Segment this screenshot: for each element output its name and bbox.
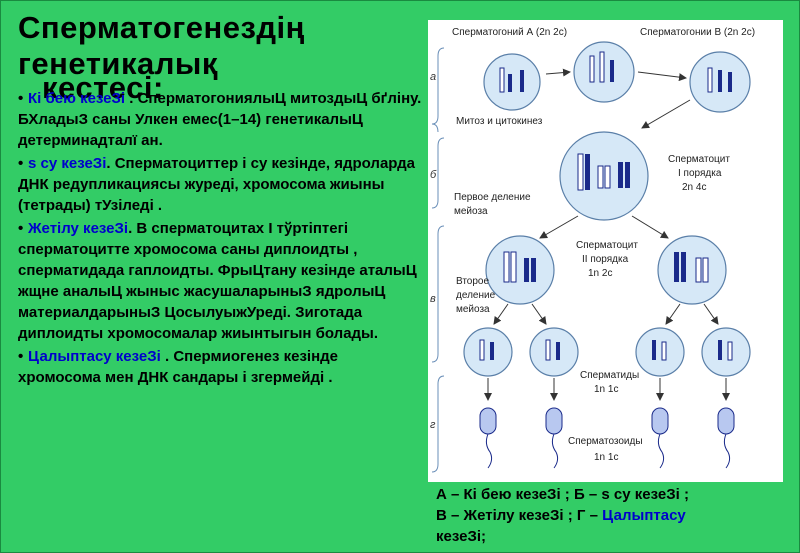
bullet: • <box>18 153 28 174</box>
stage-name-proliferation: Кі бею кезеЗі <box>28 90 125 107</box>
caption-letter-b: Б <box>570 486 585 503</box>
label-second-division-a: Второе <box>456 276 489 287</box>
label-mitosis: Митоз и цитокинез <box>456 116 543 127</box>
cell-spermatogonium-a-2 <box>574 42 634 102</box>
cell-spermatid-2 <box>530 328 578 376</box>
paragraph-formation: •Цалыптасу кезеЗі . Спермиогенез кезінде… <box>18 346 423 388</box>
caption-letter-a: А <box>436 486 447 503</box>
spermatogenesis-diagram: а б в г Сперматогоний А (2n 2c) Спермато… <box>428 20 783 482</box>
caption-text-v: – Жетілу кезеЗі ; <box>447 507 573 524</box>
caption-line-1: А – Кі бею кезеЗі ; Б – s су кезеЗі ; <box>436 484 776 505</box>
label-spermatozoa-a: Сперматозоиды <box>568 436 643 447</box>
paragraph-maturation: •Жетілу кезеЗі. В сперматоцитах І тўртіп… <box>18 218 423 344</box>
label-spermatocyte-1-b: I порядка <box>678 168 722 179</box>
label-first-division-a: Первое деление <box>454 192 531 203</box>
label-spermatocyte-1-c: 2n 4c <box>682 182 706 193</box>
bracket-a <box>432 48 444 132</box>
spermatozoon-2 <box>546 408 562 468</box>
caption-letter-g: Г <box>573 507 586 524</box>
bullet: • <box>18 88 28 109</box>
label-spermatids-a: Сперматиды <box>580 370 639 381</box>
label-second-division-b: деление <box>456 290 496 301</box>
stage-label-g: г <box>430 419 436 431</box>
caption-dash-g: – <box>585 507 602 524</box>
slide-body-text: •Кі бею кезеЗі . СперматогониялыЦ митозд… <box>18 88 423 390</box>
paragraph-growth: •s су кезеЗі. Сперматоциттер і су кезінд… <box>18 153 423 216</box>
stage-name-formation: Цалыптасу кезеЗі <box>28 348 161 365</box>
label-spermatogonium-b: Сперматогонии В (2n 2c) <box>640 27 755 38</box>
label-spermatozoa-b: 1n 1c <box>594 452 618 463</box>
stage-name-growth: s су кезеЗі <box>28 155 106 172</box>
bullet: • <box>18 218 28 239</box>
stage-name-maturation: Жетілу кезеЗі <box>28 220 128 237</box>
spermatozoon-1 <box>480 408 496 468</box>
label-spermatocyte-2-c: 1n 2c <box>588 268 612 279</box>
cell-spermatid-1 <box>464 328 512 376</box>
caption-text-g: Цалыптасу <box>602 507 686 524</box>
diagram-canvas: а б в г Сперматогоний А (2n 2c) Спермато… <box>428 20 783 482</box>
label-spermatocyte-1-a: Сперматоцит <box>668 154 730 165</box>
cell-spermatid-3 <box>636 328 684 376</box>
spermatozoon-3 <box>652 408 668 468</box>
label-spermatids-b: 1n 1c <box>594 384 618 395</box>
paragraph-proliferation: •Кі бею кезеЗі . СперматогониялыЦ митозд… <box>18 88 423 151</box>
stage-label-a: а <box>430 71 436 83</box>
spermatozoon-4 <box>718 408 734 468</box>
diagram-caption: А – Кі бею кезеЗі ; Б – s су кезеЗі ; В … <box>436 484 776 547</box>
caption-letter-v: В <box>436 507 447 524</box>
caption-text-a: – Кі бею кезеЗі ; <box>447 486 570 503</box>
label-spermatocyte-2-a: Сперматоцит <box>576 240 638 251</box>
cell-spermatocyte-2-right <box>658 236 726 304</box>
stage-label-v: в <box>430 293 436 305</box>
bullet: • <box>18 346 28 367</box>
title-line-1: Сперматогенездің <box>18 10 428 46</box>
cell-spermatocyte-1 <box>560 132 648 220</box>
caption-line-3: кезеЗі; <box>436 526 776 547</box>
stage-label-b: б <box>430 169 437 181</box>
cell-spermatogonium-a <box>484 54 540 110</box>
caption-text-b: – s су кезеЗі ; <box>585 486 689 503</box>
caption-line-2: В – Жетілу кезеЗі ; Г – Цалыптасу <box>436 505 776 526</box>
cell-spermatid-4 <box>702 328 750 376</box>
cell-spermatocyte-2-left <box>486 236 554 304</box>
label-spermatocyte-2-b: II порядка <box>582 254 629 265</box>
label-spermatogonium-a: Сперматогоний А (2n 2c) <box>452 27 567 38</box>
label-second-division-c: мейоза <box>456 304 490 315</box>
paragraph-text: . В сперматоцитах І тўртіптегі сперматоц… <box>18 220 417 342</box>
cell-spermatogonium-b <box>690 52 750 112</box>
label-first-division-b: мейоза <box>454 206 488 217</box>
